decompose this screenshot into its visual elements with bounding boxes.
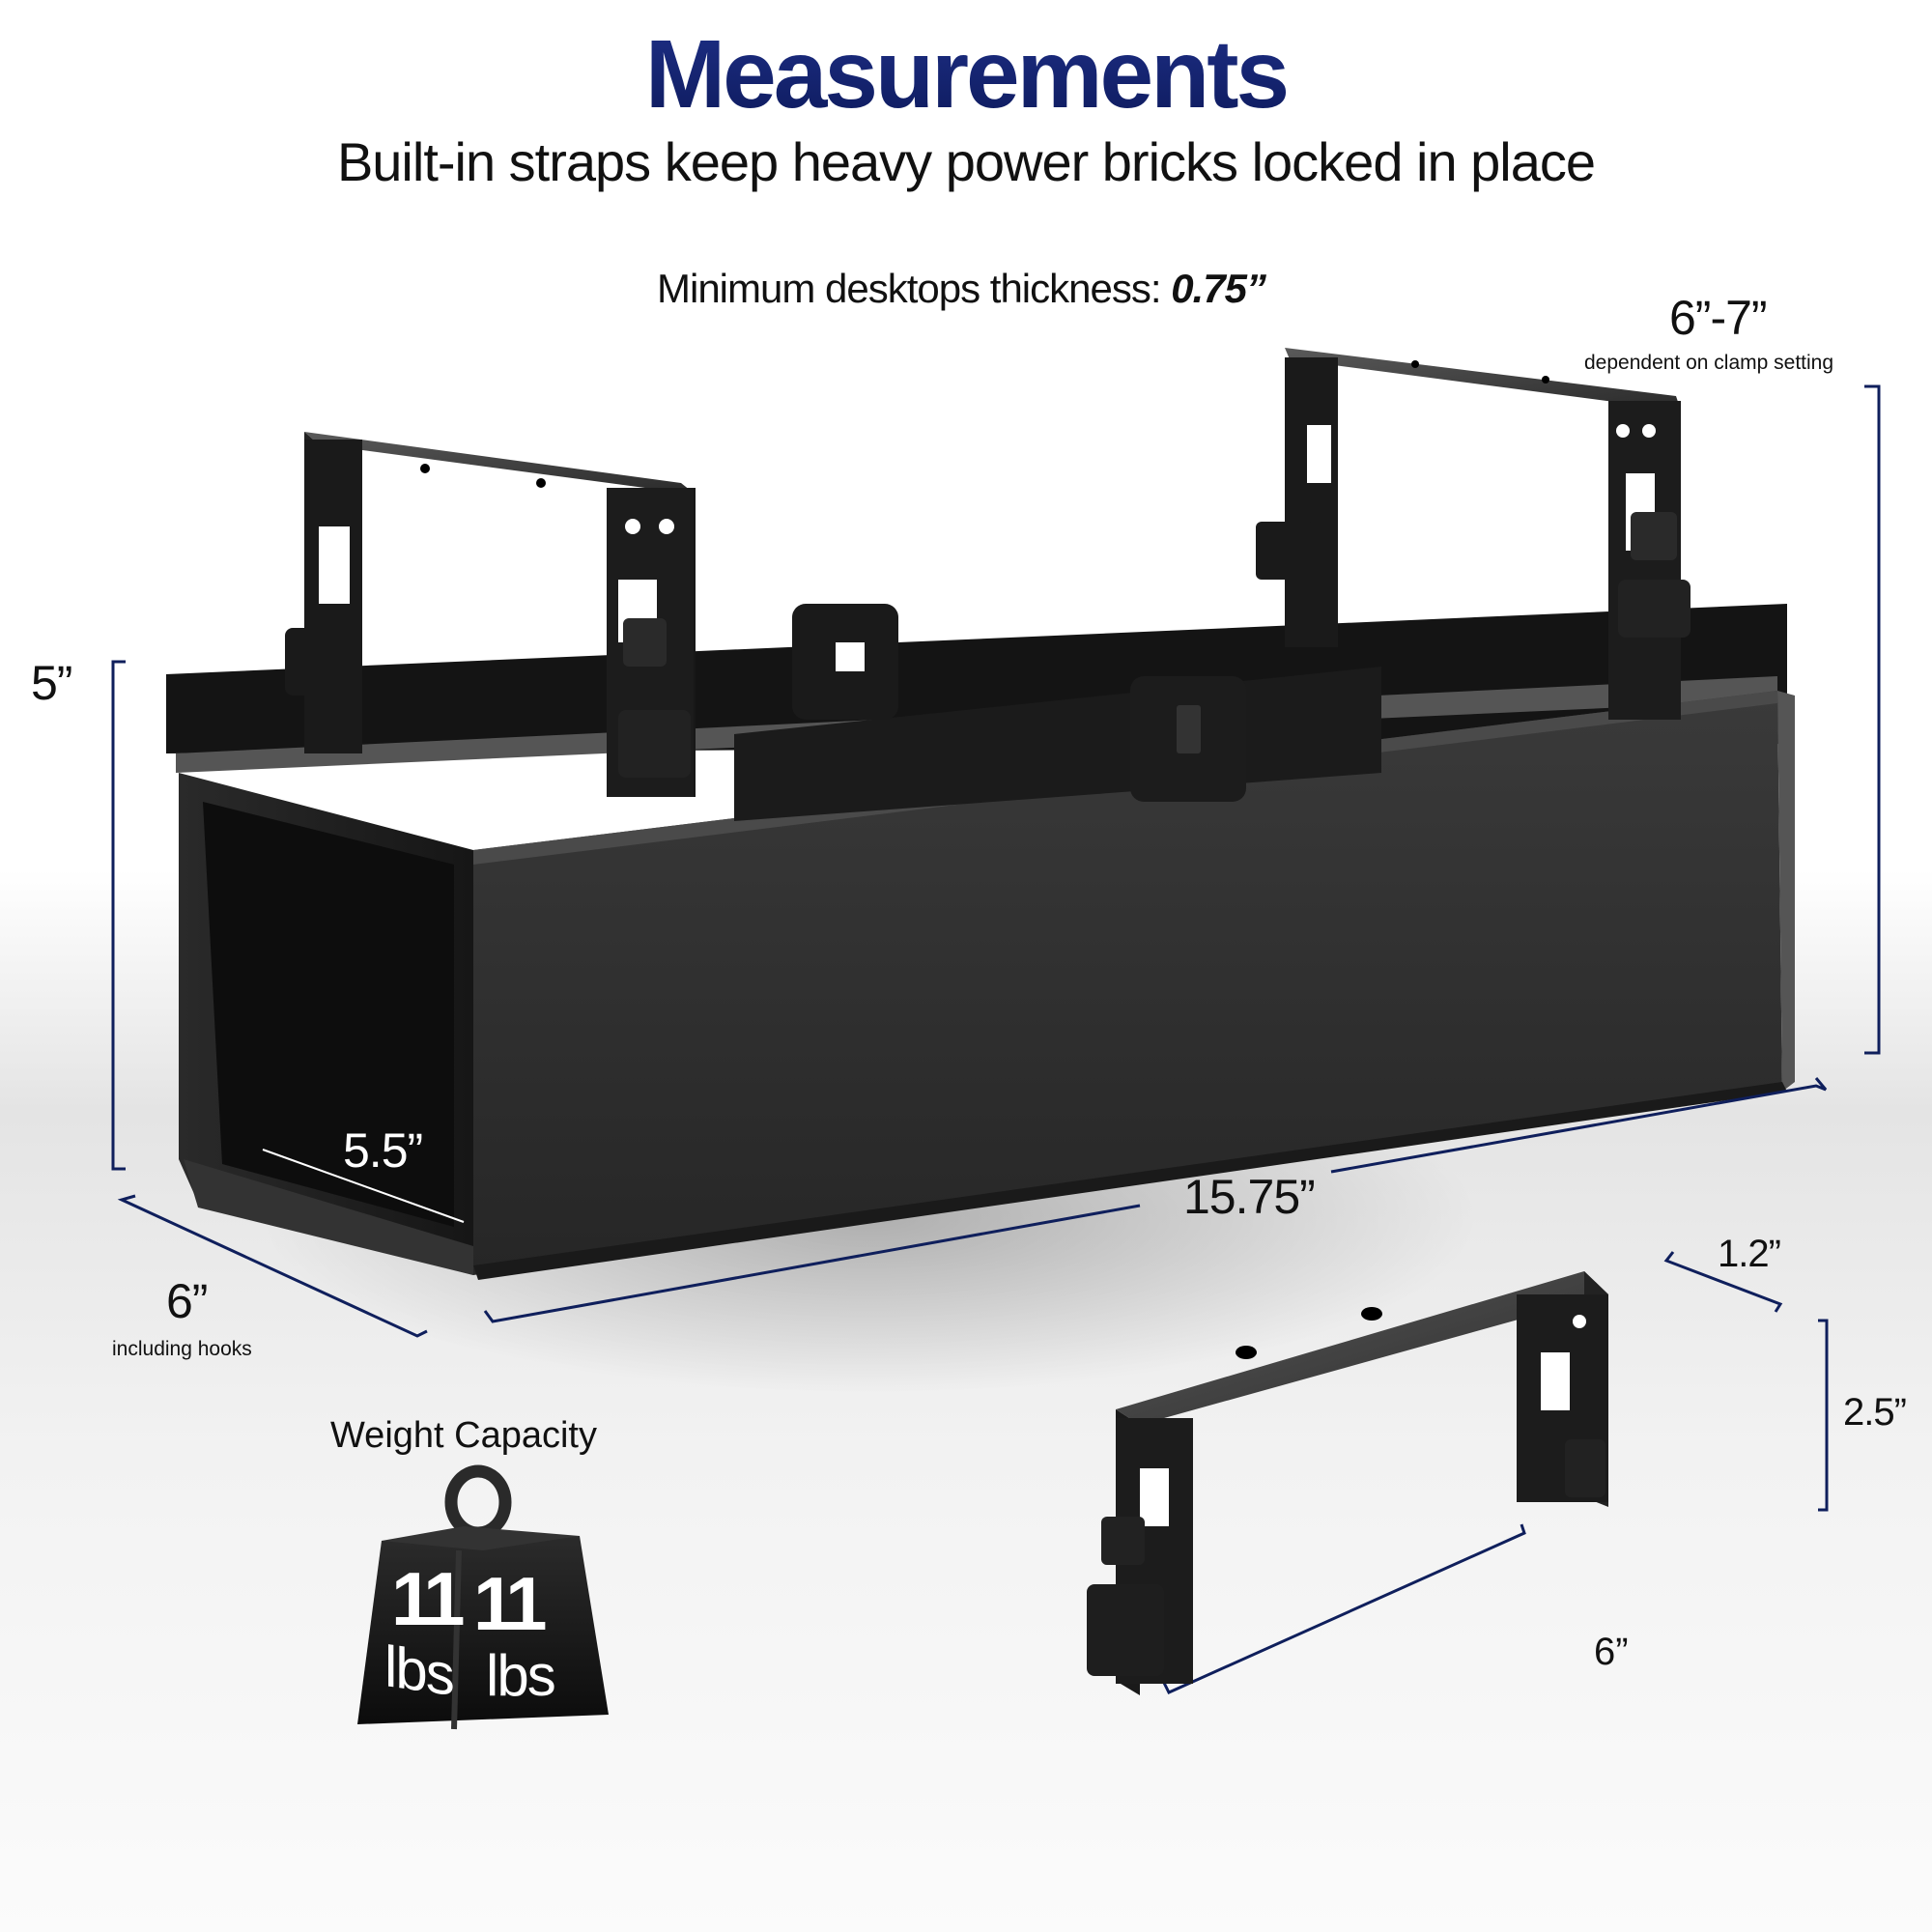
length-value: 15.75”: [1183, 1170, 1316, 1224]
weight-unit-left: lbs: [384, 1634, 453, 1708]
right-clamp-bracket: [1256, 348, 1690, 720]
inner-depth-value: 5.5”: [343, 1123, 423, 1178]
inner-depth-line: [262, 1149, 465, 1223]
weight-value-right: 11: [473, 1561, 548, 1646]
clamp-range-value: 6”-7”: [1669, 291, 1768, 345]
page-subtitle: Built-in straps keep heavy power bricks …: [336, 131, 1596, 192]
height-value: 5”: [31, 656, 72, 710]
weight-icon: [357, 1464, 609, 1730]
depth-caption: including hooks: [112, 1338, 252, 1360]
dimension-lines: [111, 384, 1881, 1694]
clamp-range-caption: dependent on clamp setting: [1584, 352, 1834, 374]
weight-capacity-title: Weight Capacity: [330, 1415, 597, 1456]
standalone-bracket: [1087, 1271, 1608, 1695]
weight-value-left: 11: [391, 1556, 466, 1641]
weight-unit-right: lbs: [486, 1643, 556, 1708]
min-thickness-label: Minimum desktops thickness:: [657, 266, 1172, 311]
bracket-length-value: 6”: [1594, 1631, 1629, 1673]
cable-tray: [166, 604, 1795, 1280]
left-clamp-bracket: [285, 432, 696, 797]
page-title: Measurements: [0, 19, 1932, 130]
bracket-height-value: 2.5”: [1843, 1391, 1907, 1434]
depth-value: 6”: [166, 1274, 208, 1328]
min-thickness-value: 0.75”: [1171, 266, 1266, 311]
bracket-thickness-value: 1.2”: [1718, 1233, 1781, 1275]
min-thickness-note: Minimum desktops thickness: 0.75”: [657, 266, 1266, 312]
